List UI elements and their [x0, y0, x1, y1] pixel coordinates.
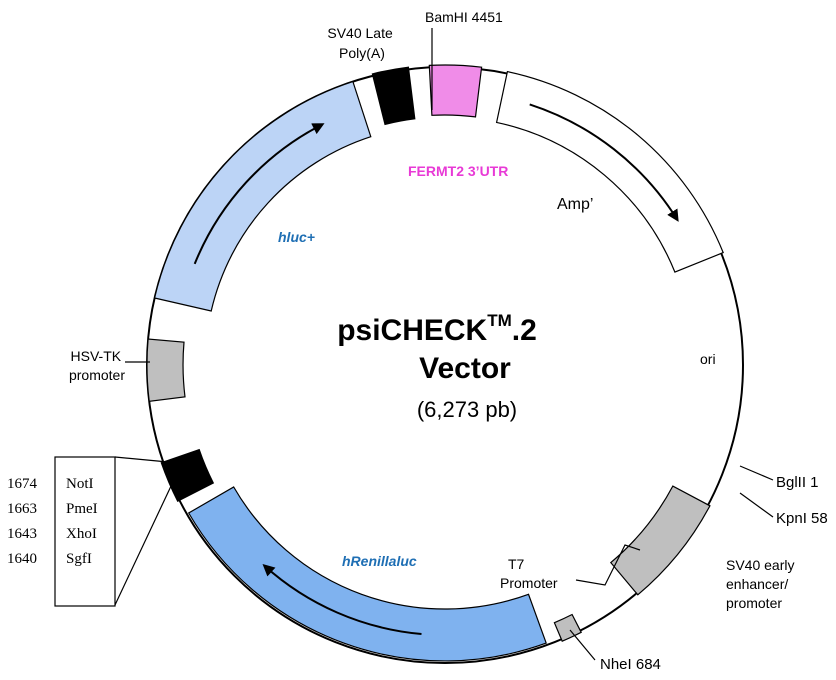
- mcs-box: [54, 456, 116, 607]
- mcs-position: 1663: [7, 501, 37, 517]
- sv40-late-feature: [371, 66, 416, 126]
- hluc-label: hluc+: [278, 229, 315, 245]
- mcs-enzyme: XhoI: [66, 526, 97, 542]
- bamhi-site: BamHI 4451: [425, 9, 503, 25]
- fermt2-feature: [428, 64, 483, 118]
- fermt2-label: FERMT2 3’UTR: [408, 163, 508, 179]
- mcs-enzyme: PmeI: [66, 501, 98, 517]
- mcs-positions: 1674 1663 1643 1640: [7, 476, 38, 567]
- nhei-site: NheI 684: [600, 656, 661, 673]
- bglii-site: BglII 1: [776, 474, 819, 491]
- mcs-block-feature: [160, 448, 215, 503]
- hrenilla-feature: [187, 486, 547, 662]
- t7-promoter-feature: [553, 613, 583, 642]
- trademark: TM: [487, 311, 512, 330]
- vector-title-line2: Vector: [419, 352, 511, 385]
- sv40-early-label: SV40 early enhancer/ promoter: [726, 557, 798, 611]
- kpni-site: KpnI 58: [776, 510, 828, 527]
- mcs-enzymes: NotI PmeI XhoI SgfI: [66, 476, 98, 567]
- hrenilla-label: hRenillaluc: [342, 553, 417, 569]
- t7-promoter-label: T7 Promoter: [500, 556, 558, 591]
- sv40-late-label: SV40 Late Poly(A): [327, 25, 396, 61]
- mcs-enzyme: NotI: [66, 476, 94, 492]
- features-layer: [146, 64, 724, 662]
- mcs-position: 1643: [7, 526, 37, 542]
- mcs-position: 1674: [7, 476, 38, 492]
- hrenilla-direction-arrow: [262, 563, 422, 635]
- leader-lines: [114, 28, 774, 661]
- ori-label: ori: [700, 351, 716, 367]
- vector-title: psiCHECKTM.2: [337, 311, 537, 347]
- mcs-enzyme: SgfI: [66, 551, 92, 567]
- amp-direction-arrow: [529, 103, 679, 222]
- hsv-tk-label: HSV-TK promoter: [69, 348, 125, 383]
- vector-size: (6,273 pb): [417, 397, 517, 422]
- amp-feature: [495, 70, 724, 273]
- mcs-position: 1640: [7, 551, 37, 567]
- hluc-direction-arrow: [193, 123, 325, 265]
- hsv-tk-feature: [146, 338, 186, 402]
- hluc-feature: [153, 80, 372, 312]
- amp-label: Amp’: [557, 196, 593, 213]
- sv40-early-feature: [609, 485, 711, 596]
